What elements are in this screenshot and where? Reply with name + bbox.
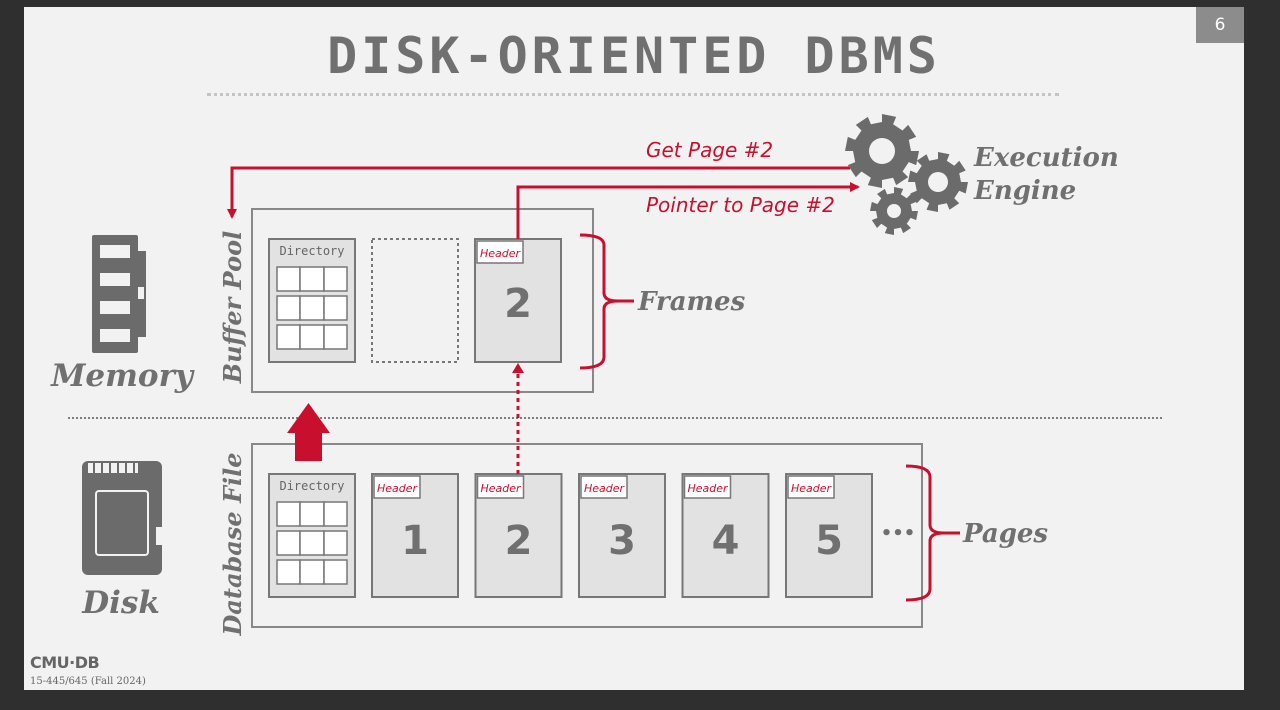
- page-header-label: Header: [584, 482, 626, 495]
- page-number: 2: [505, 518, 533, 564]
- database-page: Header 4: [681, 473, 770, 598]
- slide-number: 6: [1196, 7, 1244, 43]
- page-number: 3: [608, 518, 636, 564]
- buffer-frame-page-2: Header 2: [474, 238, 562, 363]
- title-divider: [207, 93, 1059, 96]
- frame-header-label: Header: [480, 247, 522, 260]
- page-copy-arrowhead: [512, 363, 524, 373]
- disk-icon: [82, 461, 162, 575]
- memory-label: Memory: [50, 358, 195, 394]
- database-page: Header 3: [578, 473, 666, 598]
- pointer-arrow: [516, 182, 860, 239]
- page-number: 5: [815, 518, 843, 564]
- slide: 6 DISK-ORIENTED DBMS Memory: [24, 7, 1244, 690]
- db-directory-label: Directory: [279, 479, 344, 493]
- database-file-label: Database File: [218, 452, 247, 636]
- pages-ellipsis: •••: [881, 523, 916, 544]
- directory-label: Directory: [279, 244, 344, 258]
- page-header-label: Header: [377, 482, 419, 495]
- diagram: Memory Disk Buffer Pool Database File Di…: [50, 114, 1162, 637]
- pointer-label: Pointer to Page #2: [646, 193, 835, 217]
- database-page: Header 1: [371, 473, 459, 598]
- get-page-label: Get Page #2: [646, 138, 773, 162]
- execution-engine-label-line2: Engine: [973, 176, 1076, 206]
- course-label: 15-445/645 (Fall 2024): [30, 676, 146, 687]
- buffer-pool-directory: Directory: [268, 238, 356, 363]
- frames-label: Frames: [637, 287, 746, 317]
- page-number: 1: [401, 518, 429, 564]
- load-up-arrow: [287, 403, 330, 461]
- cmu-db-logo: CMU·DB: [30, 653, 100, 672]
- database-directory: Directory: [268, 473, 356, 598]
- database-page: Header 2: [474, 473, 563, 598]
- get-page-arrow: [227, 166, 850, 219]
- memory-icon: [92, 235, 146, 353]
- frame-page-number: 2: [504, 281, 532, 327]
- page-header-label: Header: [687, 482, 729, 495]
- page-header-label: Header: [480, 482, 522, 495]
- slide-title: DISK-ORIENTED DBMS: [327, 27, 941, 85]
- empty-frame: [371, 238, 459, 363]
- database-pages: Header 1 Header 2 Header 3 Header 4 Header 5: [371, 473, 873, 598]
- disk-label: Disk: [81, 585, 160, 621]
- page-header-label: Header: [791, 482, 833, 495]
- execution-engine-gears-icon: [845, 114, 968, 235]
- buffer-pool-label: Buffer Pool: [218, 231, 247, 384]
- execution-engine-label-line1: Execution: [973, 143, 1119, 173]
- database-page: Header 5: [785, 473, 873, 598]
- page-number: 4: [712, 518, 740, 564]
- pages-label: Pages: [962, 519, 1048, 549]
